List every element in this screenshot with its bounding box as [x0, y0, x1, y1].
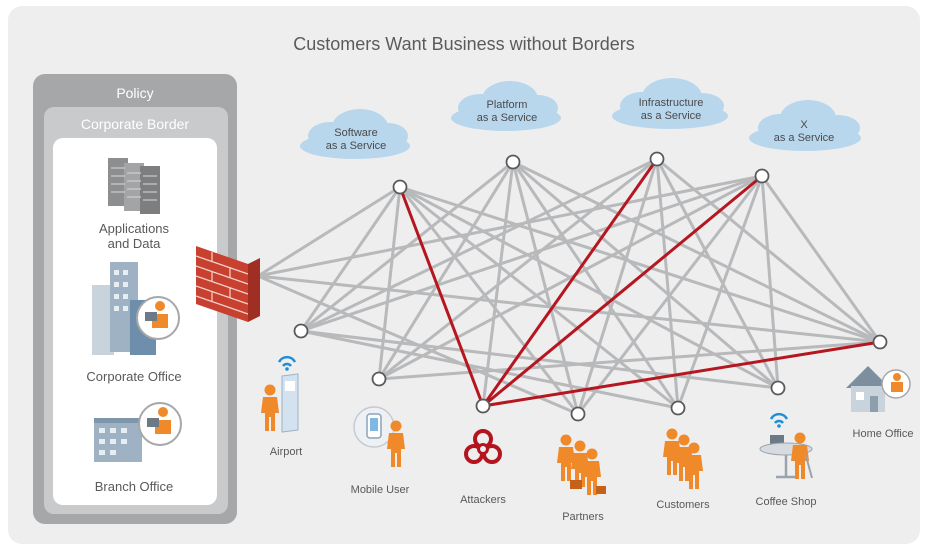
coffee-shop-label: Coffee Shop — [756, 496, 817, 508]
cloud-icon-infrastructure — [612, 78, 728, 129]
airport-icon — [261, 355, 299, 433]
attackers-label: Attackers — [460, 494, 506, 506]
airport-label: Airport — [270, 446, 302, 458]
branch-office-label: Branch Office — [95, 479, 174, 494]
wifi-icon — [769, 412, 789, 420]
corporate-office-label: Corporate Office — [86, 369, 181, 384]
node-icon — [670, 400, 686, 416]
server-icon — [108, 158, 160, 214]
cloud-platform-line2: as a Service — [477, 112, 538, 124]
cloud-x-line2: as a Service — [774, 132, 835, 144]
apps-label-line2: and Data — [108, 236, 162, 251]
office-building-icon — [92, 262, 180, 355]
mobile-user-icon — [353, 406, 405, 467]
house-icon — [846, 366, 911, 412]
node-icon — [754, 168, 770, 184]
cloud-infrastructure-line1: Infrastructure — [639, 97, 704, 109]
cloud-icon-software — [300, 109, 410, 159]
cloud-infrastructure-line2: as a Service — [641, 110, 702, 122]
wifi-icon — [277, 355, 297, 363]
cloud-x-line1: X — [800, 119, 808, 131]
cloud-software-line1: Software — [334, 127, 377, 139]
people-icon-partners — [557, 434, 606, 495]
home-office-label: Home Office — [853, 428, 914, 440]
node-icon — [770, 380, 786, 396]
diagram-title: Customers Want Business without Borders — [293, 34, 634, 54]
policy-label: Policy — [116, 85, 153, 101]
node-icon — [872, 334, 888, 350]
partners-label: Partners — [562, 511, 604, 523]
node-icon — [570, 406, 586, 422]
cloud-software-line2: as a Service — [326, 140, 387, 152]
coffee-table-icon — [759, 412, 813, 479]
node-icon — [293, 323, 309, 339]
cloud-icon-platform — [451, 81, 561, 131]
cloud-platform-line1: Platform — [487, 99, 528, 111]
corporate-border-label: Corporate Border — [81, 116, 190, 132]
network-nodes — [293, 151, 888, 422]
customers-label: Customers — [656, 499, 710, 511]
node-icon — [505, 154, 521, 170]
apps-label-line1: Applications — [99, 221, 170, 236]
threat-connections — [398, 158, 881, 408]
node-icon — [371, 371, 387, 387]
mobile-user-label: Mobile User — [351, 484, 410, 496]
biohazard-icon — [464, 429, 502, 464]
cloud-icon-x — [749, 100, 861, 151]
node-icon — [392, 179, 408, 195]
firewall-icon — [195, 246, 260, 322]
branch-building-icon — [94, 402, 182, 462]
node-icon — [475, 398, 491, 414]
node-icon — [649, 151, 665, 167]
